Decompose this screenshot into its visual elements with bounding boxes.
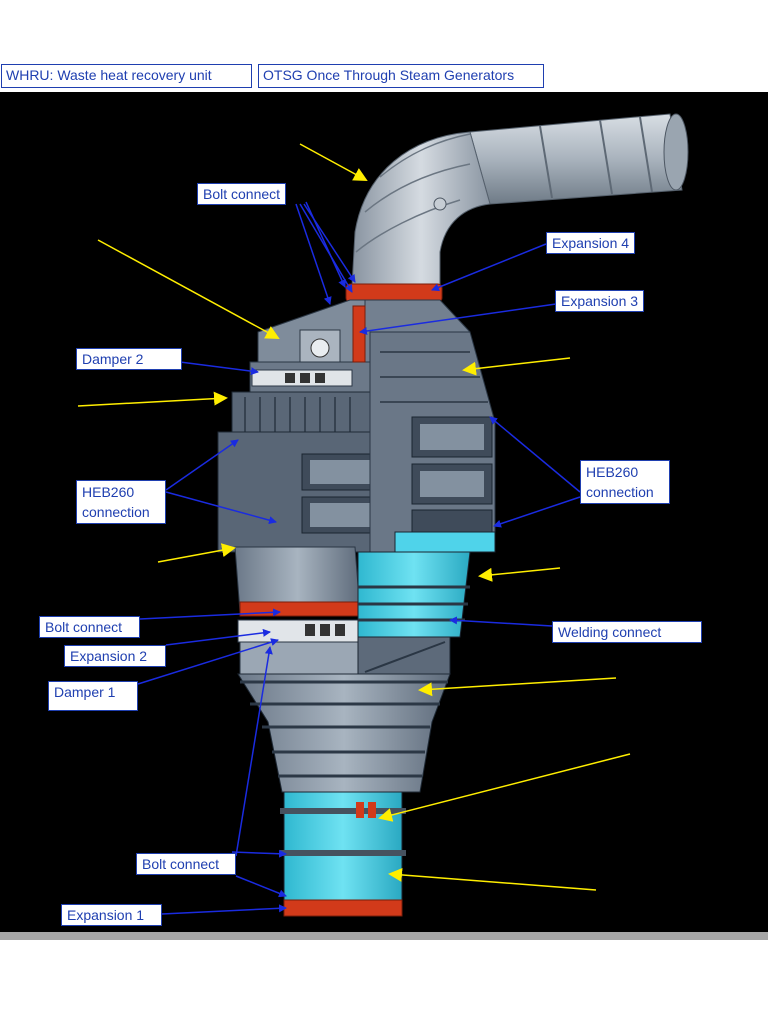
label-heb260-right: HEB260 connection: [580, 460, 670, 504]
label-bolt-connect-top: Bolt connect: [197, 183, 287, 205]
upper-whru-body: [217, 299, 496, 553]
diagram-canvas: Bolt connect Expansion 4 Expansion 3 Dam…: [0, 92, 768, 932]
label-expansion-3: Expansion 3: [555, 290, 645, 312]
bottom-divider: [0, 932, 768, 940]
label-expansion-1: Expansion 1: [61, 904, 162, 926]
label-bolt-connect-bottom: Bolt connect: [136, 853, 236, 875]
whru-3d-model: [77, 113, 689, 917]
expansion-4-joint: [345, 283, 443, 303]
label-expansion-4: Expansion 4: [546, 232, 636, 254]
label-welding-connect: Welding connect: [552, 621, 702, 643]
exhaust-pipe: [351, 113, 689, 291]
lower-ducting: [234, 546, 471, 917]
label-damper-1: Damper 1: [48, 681, 138, 711]
legend-otsg: OTSG Once Through Steam Generators: [258, 64, 544, 88]
label-bolt-connect-mid: Bolt connect: [39, 616, 140, 638]
label-expansion-2: Expansion 2: [64, 645, 166, 667]
legend-whru: WHRU: Waste heat recovery unit: [1, 64, 252, 88]
label-heb260-left: HEB260 connection: [76, 480, 166, 524]
label-damper-2: Damper 2: [76, 348, 182, 370]
leader-lines: [137, 201, 581, 915]
flow-arrows: [77, 143, 631, 891]
